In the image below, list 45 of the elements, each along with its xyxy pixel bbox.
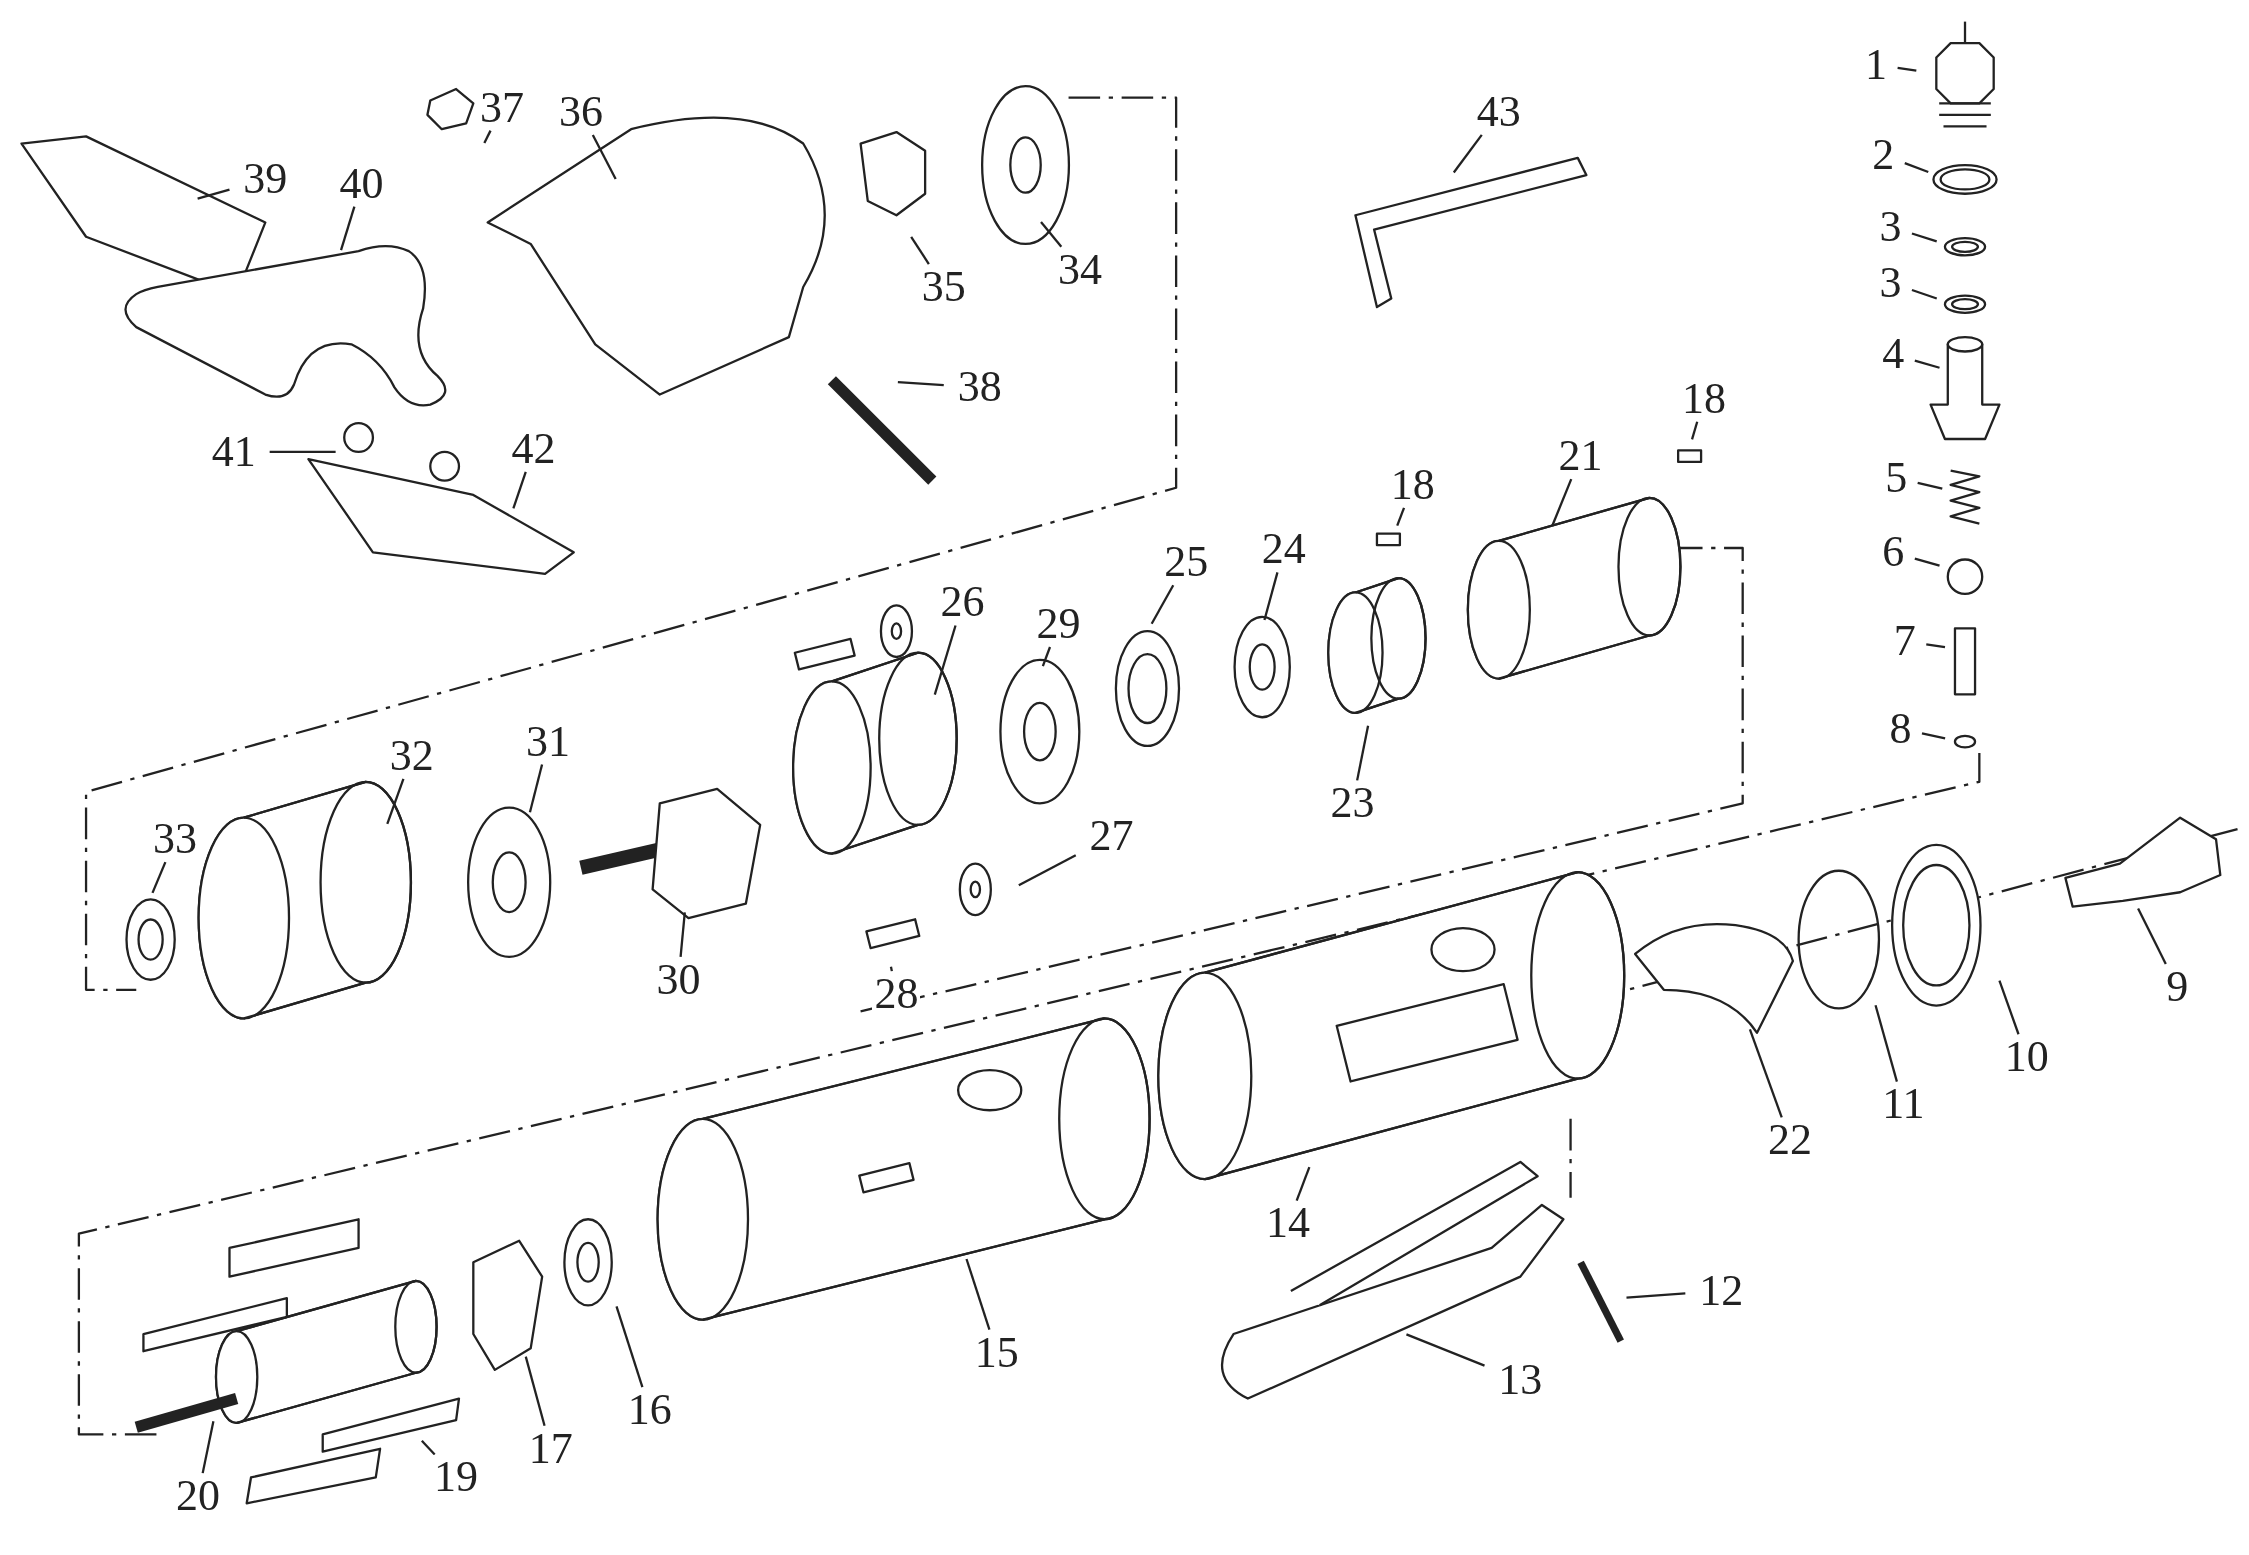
leader-line bbox=[679, 912, 686, 957]
leader-line bbox=[512, 471, 527, 509]
leader-line bbox=[1897, 66, 1917, 72]
leader-line bbox=[386, 778, 405, 825]
leader-line bbox=[1452, 134, 1483, 174]
leader-line bbox=[1748, 1029, 1783, 1118]
leader-line bbox=[1040, 221, 1063, 248]
leader-line bbox=[1921, 732, 1946, 740]
leader-line bbox=[897, 381, 944, 387]
leader-line bbox=[1904, 162, 1929, 174]
leader-line bbox=[1551, 478, 1573, 527]
leader-line bbox=[1914, 359, 1940, 369]
leader-line bbox=[151, 861, 167, 894]
leader-line bbox=[1926, 643, 1946, 649]
leader-line bbox=[1998, 980, 2020, 1035]
leader-line bbox=[1263, 572, 1279, 621]
leader-line bbox=[1911, 288, 1938, 300]
leader-line bbox=[1150, 584, 1175, 625]
leader-line bbox=[1406, 1333, 1485, 1367]
leader-line bbox=[1396, 507, 1406, 527]
leader-line bbox=[1626, 1292, 1686, 1299]
leader-line bbox=[269, 450, 336, 454]
leader-line bbox=[1356, 725, 1370, 781]
leader-line bbox=[965, 1258, 991, 1331]
leader-line bbox=[1295, 1166, 1311, 1202]
leader-line bbox=[2137, 908, 2167, 965]
leader-line bbox=[528, 764, 544, 813]
leader-line bbox=[201, 1421, 215, 1474]
leader-line bbox=[524, 1356, 546, 1427]
leader-line bbox=[591, 134, 617, 180]
leader-line bbox=[339, 206, 356, 251]
leader-line bbox=[1911, 232, 1938, 243]
leader-line bbox=[910, 236, 930, 265]
leader-line bbox=[1874, 1004, 1898, 1082]
leader-line bbox=[1690, 421, 1699, 440]
leader-line bbox=[421, 1439, 436, 1456]
leader-line bbox=[889, 966, 893, 972]
leader-line bbox=[1914, 557, 1940, 567]
leader-line bbox=[1018, 854, 1077, 887]
leader-line bbox=[1041, 646, 1052, 667]
leader-line bbox=[1917, 481, 1943, 490]
leader-line bbox=[483, 130, 492, 144]
leader-line bbox=[615, 1306, 644, 1388]
leader-line bbox=[197, 188, 230, 200]
leader-line bbox=[933, 625, 957, 695]
